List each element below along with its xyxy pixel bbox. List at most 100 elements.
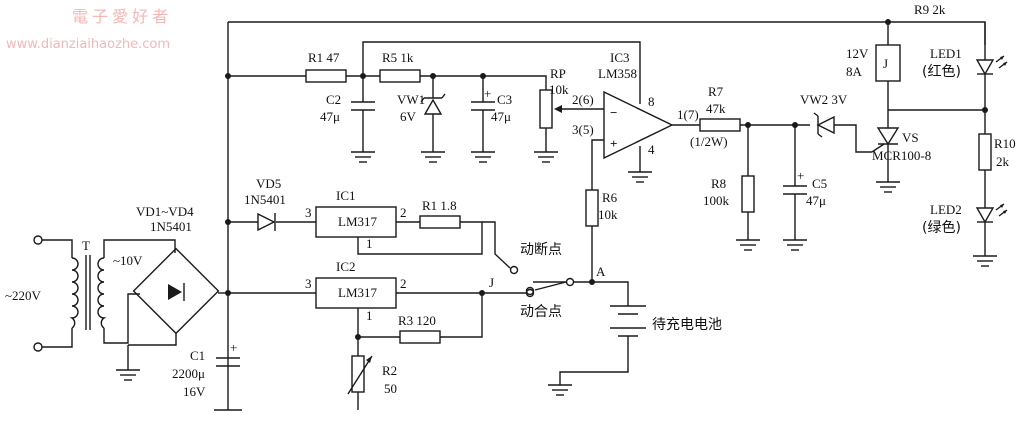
svg-text:+: + [230,340,237,355]
vw1-ref: VW1 [397,92,425,107]
c1-voltage: 16V [183,384,206,399]
resistor-r1-47: R1 47 [305,50,347,83]
ic2-pin3: 3 [305,276,312,291]
r1b-label: R1 1.8 [422,198,457,213]
led1-color: (红色) [922,63,961,80]
transformer-t: T ~10V [69,238,176,344]
ic1-pin1: 1 [366,236,373,251]
pin-minus: 2(6) [572,92,594,107]
c2-value: 47μ [320,109,340,124]
ic2-ref: IC2 [336,259,356,274]
rp-value: 10k [549,82,569,97]
diode-vd5: VD5 1N5401 [244,176,286,232]
regulator-ic2: IC2 LM317 3 2 1 [305,259,526,340]
c5-ref: C5 [812,176,827,191]
c3-ref: C3 [497,92,512,107]
ic1-ref: IC1 [336,188,356,203]
watermark-title: 電子愛好者 [72,7,172,26]
r10-ref: R10 [994,136,1016,151]
svg-text:+: + [797,168,804,183]
r7-power: (1/2W) [690,134,728,149]
c5-value: 47μ [806,193,826,208]
opamp-ic3: − + IC3 LM358 2(6) 3(5) 8 4 1(7) [572,50,699,190]
ic3-part: LM358 [598,66,637,81]
relay-j-label: J [883,56,888,71]
r9-label: R9 2k [914,2,946,17]
r5-label: R5 1k [382,50,414,65]
mains-label: ~220V [5,288,42,303]
node-a-label: A [596,264,606,279]
bridge-ref: VD1~VD4 [136,204,194,219]
pin-out-label: 1(7) [677,107,699,122]
capacitor-c1: + C1 2200μ 16V [172,340,242,411]
resistor-r5: R5 1k [379,50,421,83]
ic2-pin2: 2 [400,276,407,291]
zener-vw2: VW2 3V [800,92,872,153]
r2-ref: R2 [382,363,397,378]
svg-text:−: − [610,105,617,120]
r6-ref: R6 [602,190,618,205]
capacitor-c5: + C5 47μ [783,125,827,251]
c2-ref: C2 [326,92,341,107]
vw2-label: VW2 3V [800,92,848,107]
battery-under-charge: 待充电电池 [548,298,722,396]
r7-value: 47k [706,101,726,116]
resistor-r10: R10 2k [978,133,1016,208]
resistor-r8: R8 100k [703,125,760,251]
capacitor-c3: + C3 47μ [471,73,512,163]
vd5-ref: VD5 [256,176,281,191]
pin4-label: 4 [648,142,655,157]
zener-vw1: VW1 6V [397,73,446,163]
led2-ref: LED2 [930,202,962,217]
bridge-part: 1N5401 [150,219,192,234]
r7-ref: R7 [708,84,724,99]
svg-text:+: + [610,136,617,151]
ic2-part: LM317 [338,285,378,300]
capacitor-c2: C2 47μ [320,76,375,163]
r6-value: 10k [598,207,618,222]
ic1-pin3: 3 [305,205,312,220]
svg-text:+: + [484,86,491,101]
bridge-rectifier: VD1~VD4 1N5401 [116,204,228,381]
r2-value: 50 [384,381,397,396]
led2-color: (绿色) [922,219,961,236]
led1-ref: LED1 [930,46,962,61]
vd5-part: 1N5401 [244,192,286,207]
relay-contacts: 动断点 动合点 J A [489,242,629,320]
ic1-part: LM317 [338,214,378,229]
r10-value: 2k [996,154,1010,169]
led2-green: LED2 (绿色) [922,202,1008,267]
vs-part: MCR100-8 [872,148,931,163]
regulator-ic1: IC1 LM317 3 2 1 [305,188,483,255]
pin8-label: 8 [648,94,655,109]
relay-j: J 12V 8A [846,22,901,128]
contact-nc-label: 动断点 [520,242,562,258]
r1a-label: R1 47 [308,50,340,65]
vs-ref: VS [902,130,919,145]
resistor-r9: R9 2k [914,2,946,17]
ic1-pin2: 2 [400,205,407,220]
thyristor-vs: VS MCR100-8 [871,127,931,193]
contact-j-label: J [489,275,494,290]
c1-value: 2200μ [172,366,205,381]
r8-ref: R8 [711,176,726,191]
pin-plus: 3(5) [572,122,594,137]
relay-current: 8A [846,64,863,79]
rp-ref: RP [550,66,566,81]
ic3-ref: IC3 [610,50,630,65]
contact-no-label: 动合点 [520,304,562,320]
led1-red: LED1 (红色) [922,45,1008,134]
resistor-r1-1.8: R1 1.8 [419,198,461,229]
mains-input: ~220V [5,235,73,352]
c3-value: 47μ [491,109,511,124]
resistor-r3: R3 120 [398,313,441,344]
watermark-url: www.dianziaihaozhe.com [6,37,170,52]
c1-ref: C1 [190,348,205,363]
battery-label: 待充电电池 [652,317,722,333]
transformer-label: T [82,238,90,253]
r8-value: 100k [703,193,730,208]
potentiometer-rp: RP 10k [534,66,604,163]
relay-voltage: 12V [846,46,869,61]
ic2-pin1: 1 [366,308,373,323]
